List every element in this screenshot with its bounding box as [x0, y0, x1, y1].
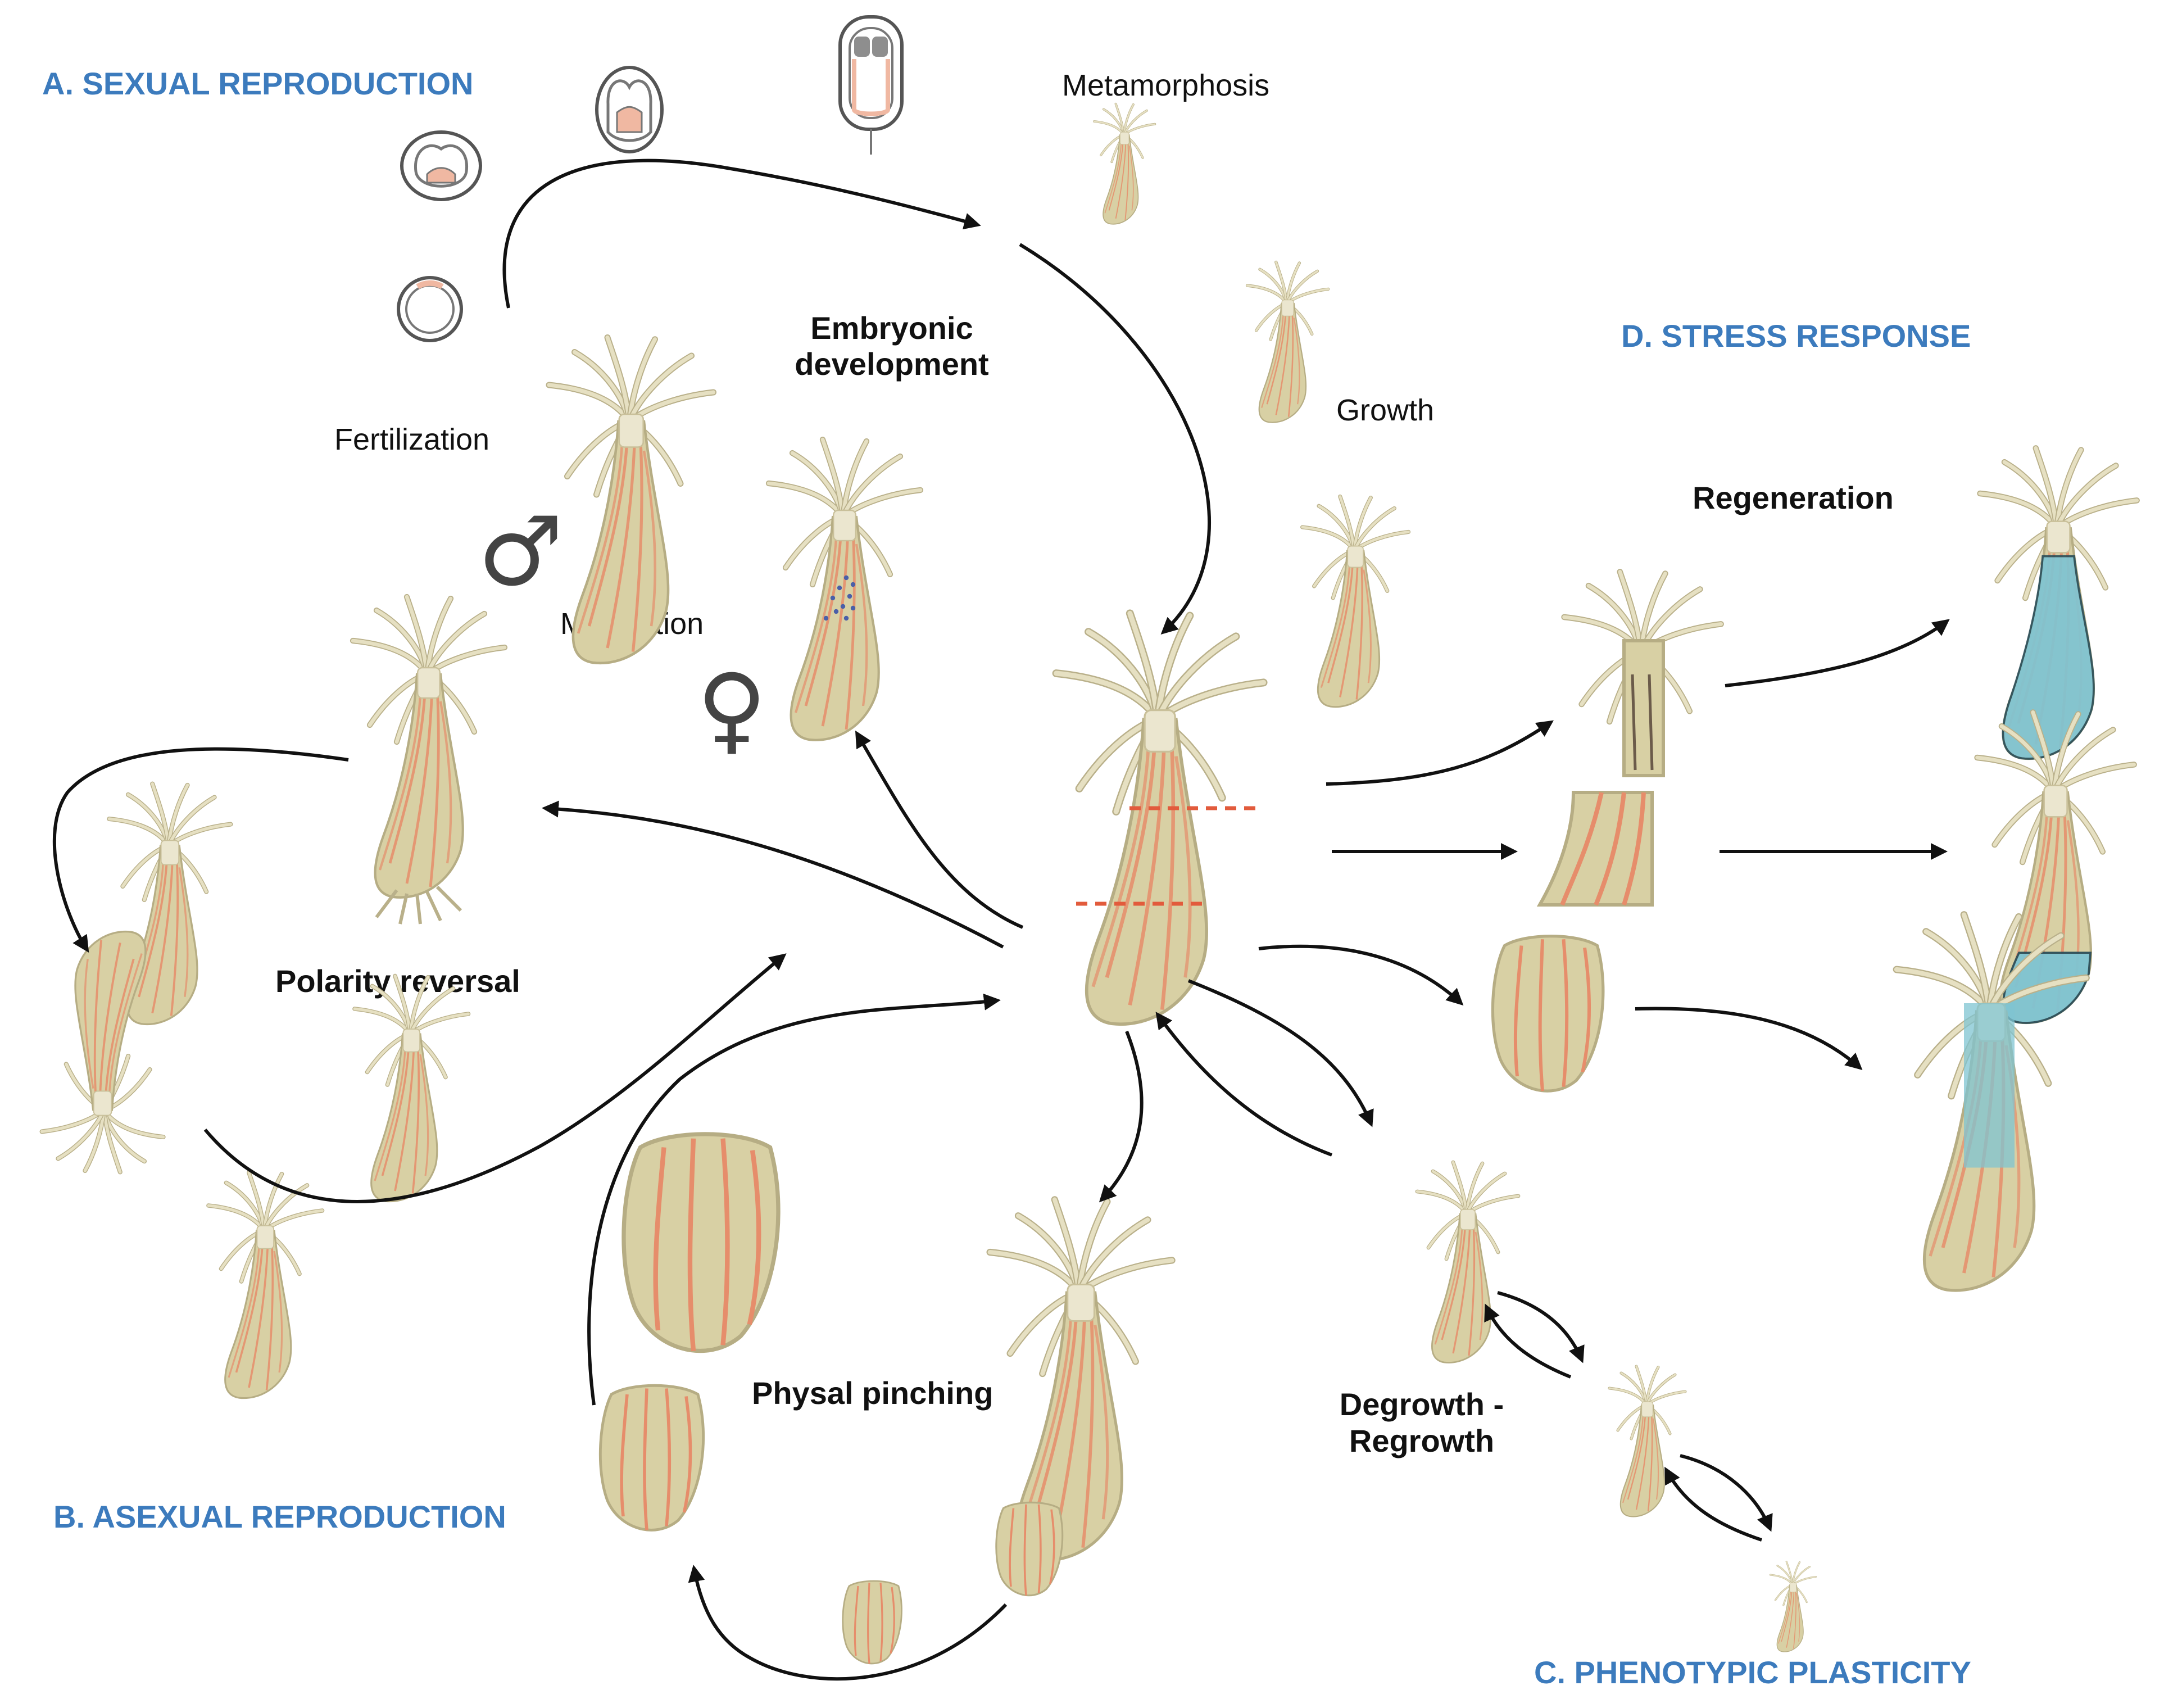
- planula-larva-icon: [840, 17, 902, 155]
- arrow-fertilization-to-embryo: [502, 158, 981, 309]
- embryo-stage-2-icon: [597, 67, 662, 152]
- polarity-reversal-split-polyp: [42, 784, 231, 1172]
- section-title-stress: D. STRESS RESPONSE: [1621, 318, 1971, 354]
- embryo-stage-1-icon: [402, 132, 480, 200]
- growth-polyp-medium: [1303, 496, 1409, 706]
- label-embryonic-line1: Embryonic: [810, 310, 973, 346]
- arrow-foot-fragment-to-regenerated: [1635, 1007, 1863, 1070]
- arrow-central-to-degrowth: [1187, 979, 1374, 1127]
- label-degrowth-line2: Regrowth: [1349, 1423, 1494, 1458]
- section-title-asexual: B. ASEXUAL REPRODUCTION: [53, 1499, 506, 1534]
- degrowth-polyp-medium: [1609, 1366, 1685, 1516]
- pinched-fragment-top: [624, 1134, 778, 1351]
- label-metamorphosis: Metamorphosis: [1062, 69, 1269, 102]
- arrow-central-to-pinching: [1099, 1030, 1144, 1203]
- female-symbol-icon: ♀: [697, 654, 767, 765]
- arrow-degrowth-2-forward: [1680, 1454, 1773, 1532]
- regeneration-middle-fragment: [1536, 791, 1654, 907]
- arrow-degrowth-to-central: [1155, 1012, 1333, 1157]
- asexual-polyp-bottom-left: [208, 1173, 323, 1398]
- arrow-head-fragment-to-regenerated: [1725, 619, 1950, 687]
- regeneration-head-fragment: [1564, 572, 1721, 777]
- female-polyp: [769, 440, 920, 740]
- arrow-degrowth-1-forward: [1497, 1291, 1585, 1363]
- arrow-central-to-head-fragment: [1326, 720, 1554, 786]
- regenerated-polyp-body: [1980, 448, 2137, 760]
- arrow-degrowth-2-back: [1664, 1466, 1762, 1542]
- pinched-fragment-left: [600, 1385, 703, 1530]
- pinched-fragment-small: [842, 1580, 903, 1665]
- egg-stage-icon: [398, 278, 461, 341]
- cycle-arrows: [52, 158, 1950, 1681]
- arrow-central-to-foot-fragment: [1258, 944, 1464, 1006]
- regeneration-foot-fragment: [1492, 936, 1603, 1091]
- polarity-reversal-polyp: [353, 597, 505, 925]
- label-regeneration: Regeneration: [1693, 480, 1894, 515]
- arrow-central-to-maturation: [855, 730, 1024, 929]
- arrow-central-to-polarity: [542, 800, 1004, 949]
- arrow-polarity-to-central: [203, 953, 787, 1203]
- growth-polyp-small: [1247, 262, 1328, 422]
- degrowth-polyp-small: [1770, 1562, 1816, 1652]
- label-fertilization: Fertilization: [334, 423, 489, 456]
- label-embryonic-line2: development: [795, 346, 988, 382]
- central-polyp: [1056, 613, 1264, 1024]
- arrow-degrowth-1-back: [1484, 1303, 1572, 1379]
- arrow-polarity-left-loop: [52, 747, 349, 953]
- label-growth: Growth: [1336, 393, 1434, 427]
- section-title-plasticity: C. PHENOTYPIC PLASTICITY: [1534, 1655, 1971, 1690]
- pinched-fragment-base: [995, 1501, 1064, 1597]
- label-physal-pinching: Physal pinching: [752, 1375, 993, 1411]
- arrow-pinch-return: [688, 1565, 1008, 1681]
- polarity-reversal-result-polyp: [355, 976, 469, 1202]
- arrow-pinching-to-central: [587, 993, 1001, 1406]
- male-symbol-icon: ♂: [478, 496, 563, 608]
- metamorphosis-polyp: [1094, 104, 1155, 224]
- arrow-embryo-to-central: [1019, 243, 1212, 635]
- section-title-sexual: A. SEXUAL REPRODUCTION: [42, 66, 473, 101]
- label-degrowth-line1: Degrowth -: [1340, 1387, 1504, 1422]
- regenerated-polyp-head-foot: [1977, 712, 2134, 1023]
- regenerated-polyp-head: [1897, 915, 2086, 1290]
